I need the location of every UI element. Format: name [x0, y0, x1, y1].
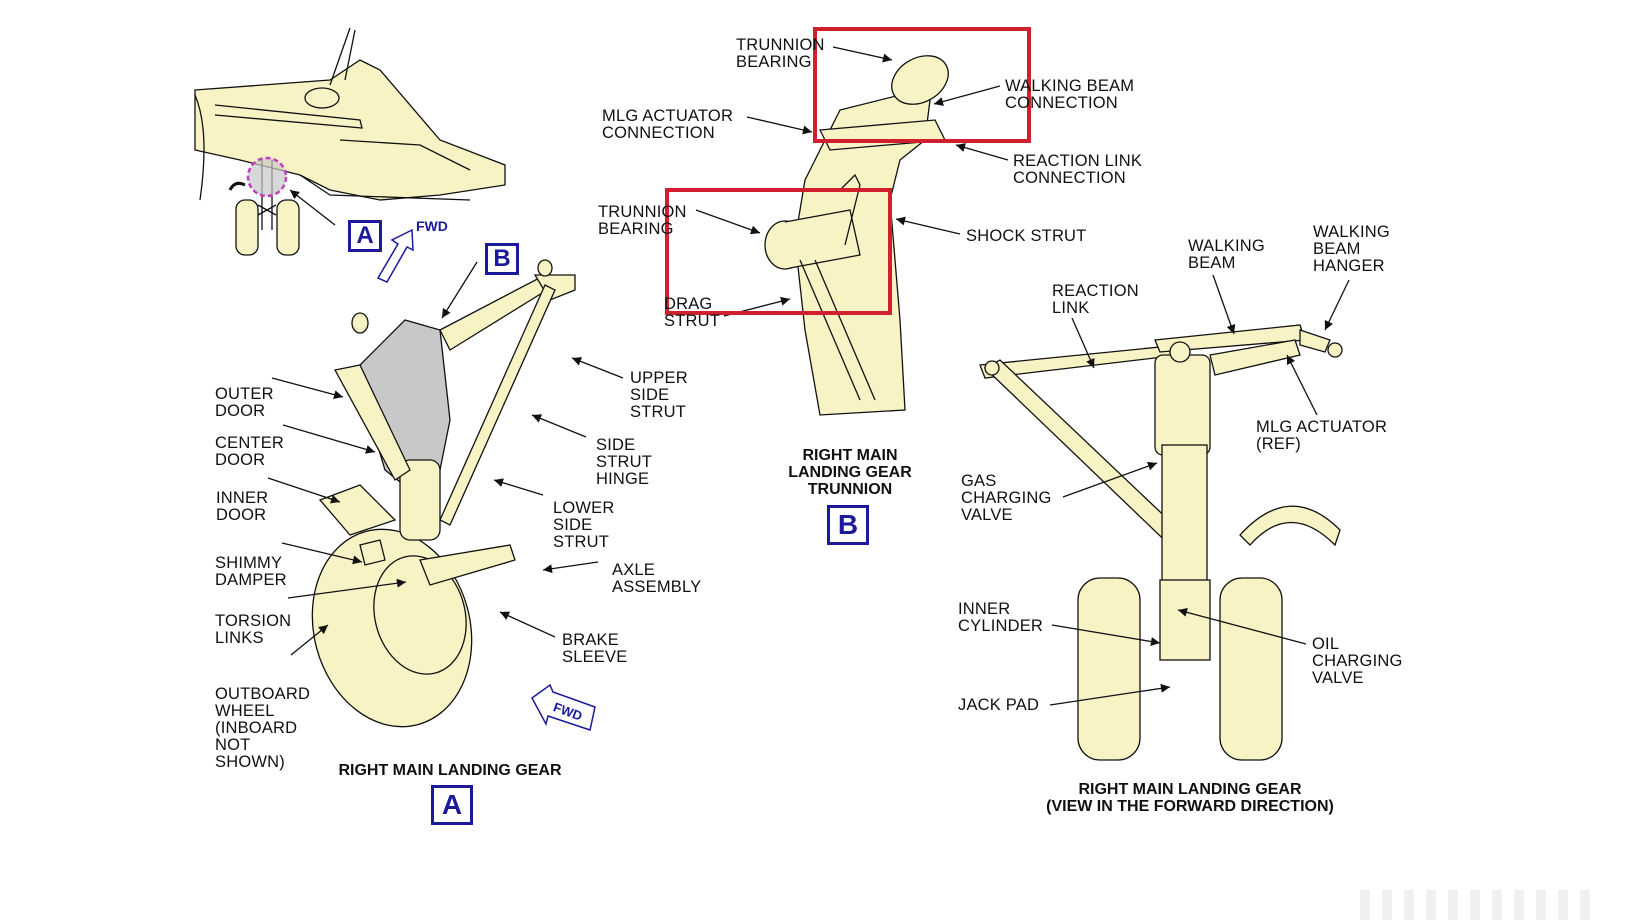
locator-ref-b[interactable]: B — [485, 243, 519, 275]
label-brake-sleeve: BRAKE SLEEVE — [562, 631, 628, 666]
label-inner-cylinder: INNER CYLINDER — [958, 600, 1044, 635]
view-a-leader-lines — [267, 357, 624, 656]
label-gas-charging-valve: GAS CHARGING VALVE — [961, 472, 1052, 524]
watermark — [1360, 890, 1600, 920]
view-a-ref-box: A — [431, 785, 473, 825]
view-b-ref-box: B — [827, 505, 869, 545]
locator-highlight-circle — [246, 156, 288, 198]
locator-leader-a — [289, 189, 336, 226]
label-walking-beam-hanger: WALKING BEAM HANGER — [1313, 223, 1390, 275]
label-shock-strut: SHOCK STRUT — [966, 227, 1087, 245]
view-b-trunnion-artwork — [764, 55, 949, 416]
fwd-arrow-upper-icon — [376, 228, 414, 283]
label-jack-pad: JACK PAD — [958, 696, 1040, 714]
label-walking-beam-connection: WALKING BEAM CONNECTION — [1005, 77, 1135, 112]
label-inner-door: INNER DOOR — [216, 489, 269, 524]
label-outer-door: OUTER DOOR — [215, 385, 274, 420]
annotation-box-upper — [813, 27, 1031, 143]
locator-ref-a[interactable]: A — [348, 220, 382, 252]
annotation-box-lower — [665, 188, 892, 315]
label-reaction-link: REACTION LINK — [1052, 282, 1139, 317]
label-center-door: CENTER DOOR — [215, 434, 285, 469]
view-b-caption: RIGHT MAIN LANDING GEAR TRUNNION — [788, 447, 912, 498]
label-side-strut-hinge: SIDE STRUT HINGE — [596, 436, 652, 488]
view-c-forward-artwork — [979, 324, 1343, 761]
label-mlg-actuator-connection: MLG ACTUATOR CONNECTION — [602, 107, 734, 142]
label-lower-side-strut: LOWER SIDE STRUT — [553, 499, 615, 551]
label-upper-side-strut: UPPER SIDE STRUT — [630, 369, 688, 421]
view-c-caption: RIGHT MAIN LANDING GEAR (VIEW IN THE FOR… — [1046, 781, 1334, 815]
label-axle-assembly: AXLE ASSEMBLY — [612, 561, 702, 596]
label-torsion-links: TORSION LINKS — [215, 612, 292, 647]
label-trunnion-bearing-lower: TRUNNION BEARING — [598, 203, 687, 238]
view-a-caption: RIGHT MAIN LANDING GEAR — [338, 762, 562, 779]
fwd-arrow-lower-icon — [531, 683, 596, 731]
locator-fwd-label: FWD — [416, 218, 448, 234]
label-walking-beam: WALKING BEAM — [1188, 237, 1265, 272]
label-oil-charging-valve: OIL CHARGING VALVE — [1312, 635, 1403, 687]
label-trunnion-bearing-upper: TRUNNION BEARING — [736, 36, 825, 71]
locator-leader-b — [441, 261, 478, 319]
view-c-leader-lines — [1049, 274, 1350, 706]
label-outboard-wheel: OUTBOARD WHEEL (INBOARD NOT SHOWN) — [215, 685, 311, 771]
label-shimmy-damper: SHIMMY DAMPER — [215, 554, 287, 589]
label-reaction-link-connection: REACTION LINK CONNECTION — [1013, 152, 1143, 187]
label-mlg-actuator-ref: MLG ACTUATOR (REF) — [1256, 418, 1388, 453]
label-drag-strut: DRAG STRUT — [664, 295, 720, 330]
view-a-gear-artwork — [311, 259, 576, 728]
